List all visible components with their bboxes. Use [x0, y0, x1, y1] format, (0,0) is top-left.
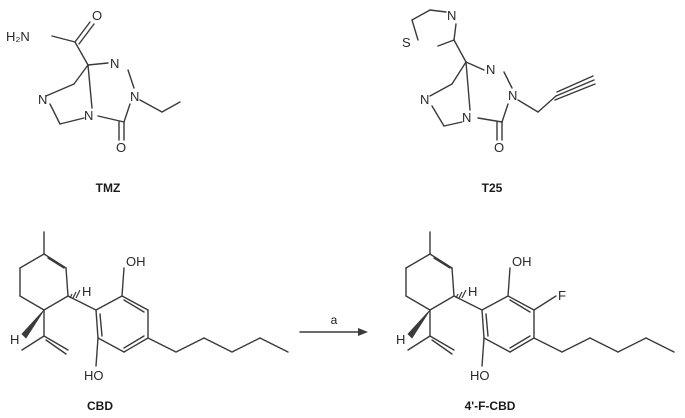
- tmz-n4-label: N: [84, 108, 93, 123]
- tmz-carbonyl-oxygen-label: O: [92, 8, 102, 23]
- cbd-h-left-wedge: [21, 309, 45, 339]
- fcbd-h-left-wedge: [407, 309, 431, 339]
- tmz-structure: H₂N O N N N N O TMZ: [6, 8, 181, 195]
- reaction-arrow: a: [299, 313, 368, 336]
- cbd-oh-bottom-label: HO: [84, 368, 104, 383]
- t25-thiazole-sulfur-label: S: [402, 35, 411, 50]
- t25-n1-label: N: [486, 62, 495, 77]
- fcbd-fluoro-label: F: [558, 288, 566, 303]
- t25-structure: S N N N N N O T25: [402, 8, 596, 195]
- t25-n3-label: N: [420, 92, 429, 107]
- tmz-n3-label: N: [38, 92, 47, 107]
- t25-n2-label: N: [508, 88, 517, 103]
- t25-ring-oxygen-label: O: [494, 140, 504, 155]
- cbd-oh-top-label: OH: [126, 254, 146, 269]
- cbd-caption: CBD: [87, 399, 113, 413]
- fcbd-caption: 4'-F-CBD: [465, 399, 516, 413]
- tmz-ring-oxygen-label: O: [116, 140, 126, 155]
- fcbd-h-top-hashes: [455, 289, 467, 299]
- fcbd-structure: OH HO F H H 4'-F-CBD: [396, 231, 675, 413]
- tmz-n1-label: N: [110, 56, 119, 71]
- t25-n4-label: N: [462, 110, 471, 125]
- fcbd-oh-top-label: OH: [512, 254, 532, 269]
- t25-caption: T25: [482, 181, 503, 195]
- fcbd-h-top-label: H: [468, 284, 477, 299]
- cbd-structure: OH HO H H CBD: [10, 231, 289, 413]
- cbd-h-top-hashes: [69, 289, 81, 299]
- fcbd-oh-bottom-label: HO: [470, 368, 490, 383]
- reaction-arrow-label: a: [331, 313, 338, 327]
- t25-thiazole-nitrogen-label: N: [447, 8, 456, 23]
- tmz-amide-nh2-label: H₂N: [6, 29, 30, 44]
- tmz-caption: TMZ: [96, 181, 121, 195]
- fcbd-h-left-label: H: [396, 332, 405, 347]
- cbd-h-top-label: H: [82, 284, 91, 299]
- tmz-n2-label: N: [130, 89, 139, 104]
- cbd-h-left-label: H: [10, 332, 19, 347]
